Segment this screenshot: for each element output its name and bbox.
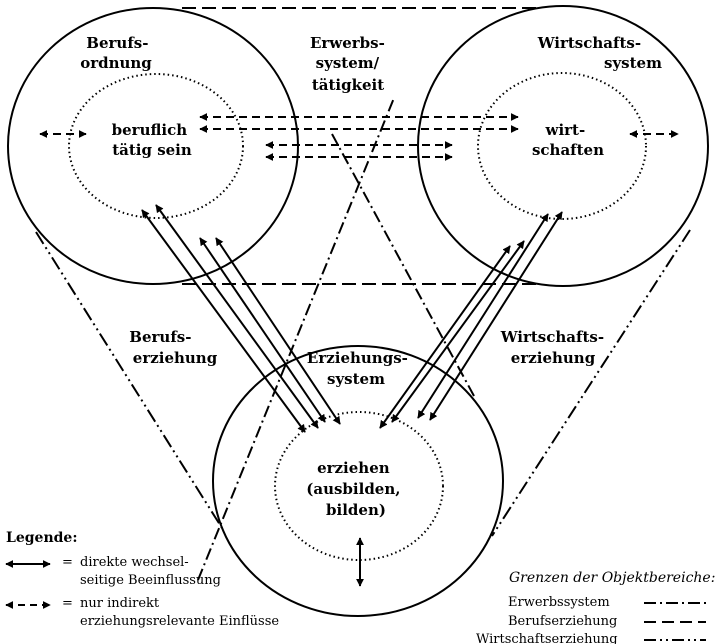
berufserziehung-label: Berufs- erziehung — [129, 328, 217, 367]
solid-arrow-right-4 — [429, 211, 563, 421]
wirtschaftserziehung-boundary-right — [491, 229, 691, 537]
legend-dashed-eq: = — [62, 596, 73, 611]
erziehungssystem-circle — [212, 345, 504, 617]
legend-solid-text: direkte wechsel- seitige Beeinflussung — [80, 555, 221, 588]
erziehen-inner-circle — [274, 411, 444, 561]
erwerbssystem-label: Erwerbs- system/ tätigkeit — [310, 34, 390, 94]
boundary-legend: Grenzen der Objektbereiche: Erwerbssyste… — [476, 570, 715, 644]
system-circles — [7, 5, 709, 617]
wirtschaftssystem-label: Wirtschafts- system — [537, 34, 662, 72]
wirtschaften-inner-circle — [477, 72, 647, 220]
solid-arrow-left-4 — [215, 237, 341, 425]
legend-solid-eq: = — [62, 555, 73, 570]
wirtschaftserziehung-label: Wirtschafts- erziehung — [500, 328, 610, 367]
boundary-label-wirtschaft: Wirtschaftserziehung — [476, 632, 618, 644]
solid-arrow-left-3 — [199, 237, 326, 423]
legend-dashed-text: nur indirekt erziehungsrelevante Einflüs… — [80, 596, 279, 629]
solid-arrow-left-1 — [141, 209, 306, 433]
boundary-legend-title: Grenzen der Objektbereiche: — [509, 570, 715, 586]
legend-title: Legende: — [6, 530, 78, 546]
solid-arrow-left-2 — [155, 204, 319, 429]
beruflich-inner-circle — [68, 73, 244, 219]
inner-circles — [68, 72, 647, 561]
boundary-label-beruf: Berufserziehung — [508, 614, 617, 629]
wirtschaftserziehung-boundary-left — [35, 231, 223, 529]
indirect-arrows — [39, 113, 679, 161]
solid-arrow-right-2 — [379, 245, 511, 429]
berufsordnung-label: Berufs- ordnung — [80, 34, 154, 72]
direct-arrows — [141, 204, 563, 587]
solid-arrow-right-3 — [417, 213, 549, 419]
wirtschaften-label: wirt- schaften — [532, 121, 604, 159]
erziehungssystem-label: Erziehungs- system — [307, 349, 413, 388]
boundary-label-erwerb: Erwerbssystem — [508, 595, 610, 610]
beruflich-label: beruflich tätig sein — [112, 121, 193, 159]
erziehen-label: erziehen (ausbilden, bilden) — [306, 459, 405, 519]
legend: Legende: = direkte wechsel- seitige Beei… — [5, 530, 279, 629]
